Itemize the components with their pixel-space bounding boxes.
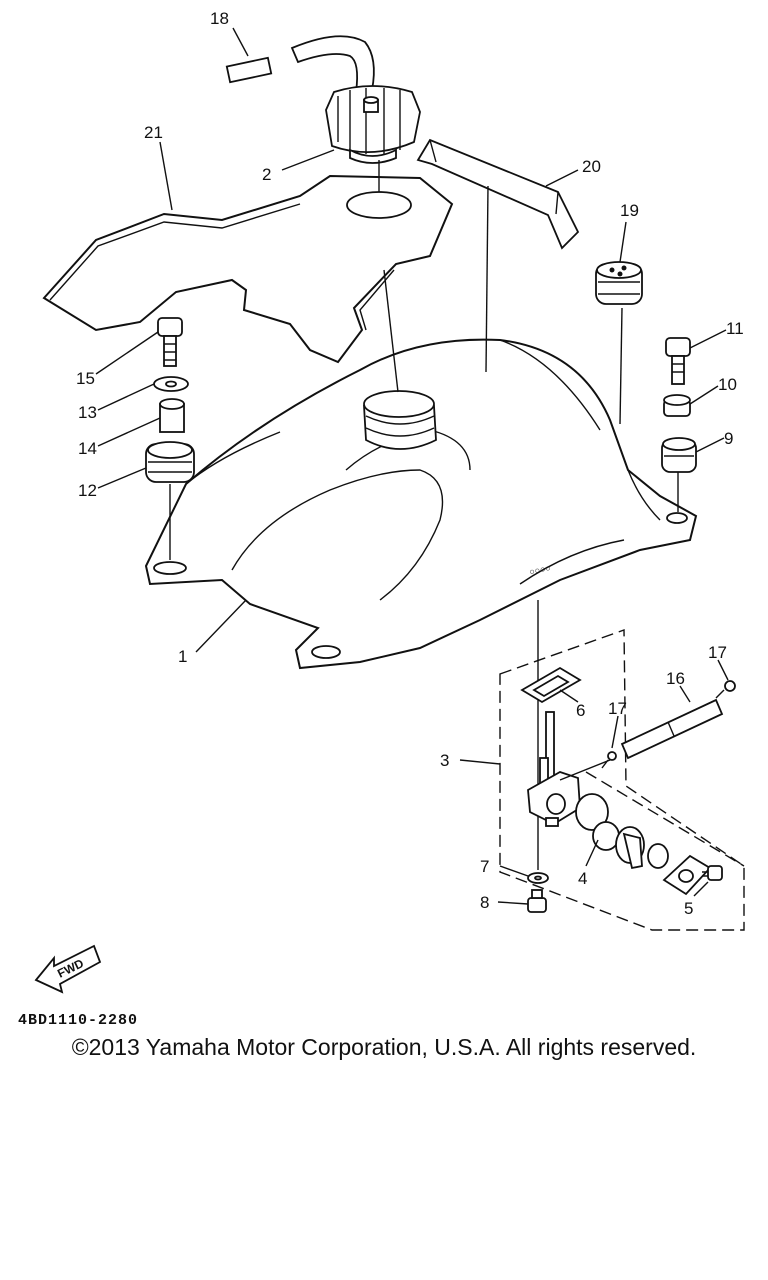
part-16-hose xyxy=(620,698,724,760)
part-13-washer xyxy=(153,376,189,392)
part-14-collar xyxy=(159,398,185,433)
label-19: 19 xyxy=(620,201,639,220)
leader-19 xyxy=(619,307,623,425)
part-3-assembly-box xyxy=(499,629,745,931)
fuel-cock-cover-plate xyxy=(662,854,712,896)
label-7: 7 xyxy=(480,857,489,876)
label-14: 14 xyxy=(78,439,97,458)
part-15-bolt xyxy=(157,317,183,367)
part-17-clip-upper xyxy=(715,680,736,699)
part-1-fuel-tank: ○○○○ xyxy=(144,338,698,670)
svg-text:○○○○: ○○○○ xyxy=(529,564,552,578)
part-11-bolt xyxy=(665,337,691,385)
part-19-grommet xyxy=(595,261,643,305)
label-6: 6 xyxy=(576,701,585,720)
leader-strap xyxy=(485,185,489,373)
label-13: 13 xyxy=(78,403,97,422)
part-6-gasket xyxy=(520,666,582,704)
part-20-strap xyxy=(416,138,580,250)
label-18: 18 xyxy=(210,9,229,28)
label-3: 3 xyxy=(440,751,449,770)
leader-sheet-to-neck xyxy=(383,269,399,393)
label-9: 9 xyxy=(724,429,733,448)
part-8-drain-bolt xyxy=(527,889,547,913)
part-7-washer xyxy=(527,872,549,884)
label-17-lower: 17 xyxy=(608,699,627,718)
fuel-tank-exploded-diagram: ○○○○ xyxy=(34,9,745,994)
label-2: 2 xyxy=(262,165,271,184)
part-9-damper xyxy=(661,437,697,473)
label-5: 5 xyxy=(684,899,693,918)
label-12: 12 xyxy=(78,481,97,500)
part-10-collar xyxy=(663,394,691,417)
label-15: 15 xyxy=(76,369,95,388)
part-labels: 18 2 21 20 19 15 13 14 12 11 10 9 1 3 6 … xyxy=(76,9,744,918)
label-17-upper: 17 xyxy=(708,643,727,662)
part-17-clip-lower xyxy=(601,751,617,769)
part-18-hose xyxy=(225,35,375,94)
label-1: 1 xyxy=(178,647,187,666)
callout-leaders xyxy=(95,27,729,905)
part-5-screw xyxy=(702,865,723,881)
fuel-cock-lever xyxy=(615,826,669,870)
label-20: 20 xyxy=(582,157,601,176)
label-10: 10 xyxy=(718,375,737,394)
label-4: 4 xyxy=(578,869,587,888)
label-8: 8 xyxy=(480,893,489,912)
part-12-damper xyxy=(145,441,195,483)
copyright-notice: ©2013 Yamaha Motor Corporation, U.S.A. A… xyxy=(71,1034,697,1060)
part-2-fuel-cap xyxy=(325,85,421,164)
diagram-code: 4BD1110-2280 xyxy=(18,1012,139,1029)
part-21-sheet xyxy=(42,174,454,364)
label-21: 21 xyxy=(144,123,163,142)
fuel-cock-body xyxy=(527,711,611,827)
label-16: 16 xyxy=(666,669,685,688)
part-4-seal xyxy=(575,793,620,851)
label-11: 11 xyxy=(726,319,744,338)
fwd-arrow: FWD xyxy=(34,944,102,994)
